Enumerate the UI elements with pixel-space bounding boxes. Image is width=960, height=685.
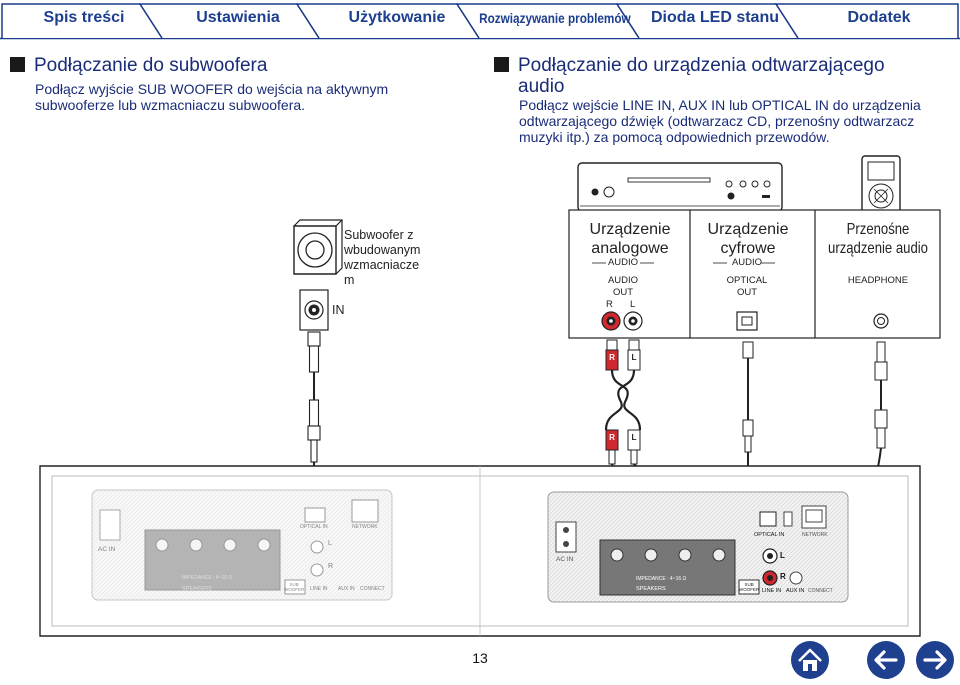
headphone-label: HEADPHONE xyxy=(847,275,909,286)
portable-player-illustration xyxy=(861,155,901,219)
receiver-impedance-label: IMPEDANCE : 4~16 Ω xyxy=(636,576,687,582)
plug-l-marker-top: L xyxy=(631,353,637,362)
back-button[interactable] xyxy=(866,640,906,680)
forward-button[interactable] xyxy=(915,640,955,680)
plug-r-marker-bottom: R xyxy=(609,433,615,442)
arrow-right-icon xyxy=(916,641,954,679)
bullet-square-icon xyxy=(494,57,509,72)
analog-audio-group-label: AUDIO xyxy=(607,257,639,268)
analog-audio-out-label: AUDIO OUT xyxy=(607,275,639,298)
audio-text: Podłącz wejście LINE IN, AUX IN lub OPTI… xyxy=(519,97,921,145)
subwoofer-input-jack xyxy=(299,289,329,331)
plug-r-marker-top: R xyxy=(609,353,615,362)
subwoofer-illustration xyxy=(293,219,343,275)
digital-device-title: Urządzenie cyfrowe xyxy=(707,221,789,257)
tab-uzytkowanie[interactable]: Użytkowanie xyxy=(348,9,446,26)
optical-out-label: OPTICAL OUT xyxy=(726,275,768,298)
receiver-speakers-label: SPEAKERS xyxy=(636,586,666,592)
optical-cable xyxy=(742,341,754,453)
receiver-right-panel xyxy=(547,491,849,603)
page-number: 13 xyxy=(472,650,488,666)
subwoofer-label: Subwoofer z wbudowanym wzmacniacze m xyxy=(344,228,421,287)
tab-bar-shapes xyxy=(0,3,960,40)
bullet-square-icon xyxy=(10,57,25,72)
receiver-optical-in-label: OPTICAL IN xyxy=(754,532,785,538)
tab-spis-tresci[interactable]: Spis treści xyxy=(43,9,125,26)
home-icon xyxy=(791,641,829,679)
receiver-network-label: NETWORK xyxy=(802,532,828,538)
subwoofer-rca-cable xyxy=(307,331,321,463)
analog-device-title: Urządzenie analogowe xyxy=(589,221,671,257)
mini-jack-cable xyxy=(874,341,888,449)
digital-audio-group-label: AUDIO xyxy=(731,257,763,268)
headphone-jack xyxy=(873,313,889,329)
receiver-left-panel xyxy=(91,489,393,601)
receiver-connect-label: CONNECT xyxy=(808,588,833,594)
receiver-l-label: L xyxy=(780,551,785,560)
arrow-left-icon xyxy=(867,641,905,679)
analog-rca-jacks xyxy=(601,311,643,331)
analog-r-label: R xyxy=(606,299,613,310)
tab-ustawienia[interactable]: Ustawienia xyxy=(196,9,280,26)
section-title-subwoofer: Podłączanie do subwoofera xyxy=(10,55,267,76)
section-title-audio: Podłączanie do urządzenia odtwarzającego… xyxy=(494,55,885,97)
tab-bar: Spis treści Ustawienia Użytkowanie Rozwi… xyxy=(0,0,960,40)
analog-rca-cable xyxy=(604,339,642,465)
receiver-r-label: R xyxy=(780,572,786,581)
tab-dioda-led-stanu[interactable]: Dioda LED stanu xyxy=(650,9,779,26)
receiver-aux-in-label: AUX IN xyxy=(786,588,805,594)
tab-rozwiazywanie-problemow[interactable]: Rozwiązywanie problemów xyxy=(479,10,631,26)
subwoofer-in-label: IN xyxy=(332,303,345,317)
receiver-line-in-label: LINE IN xyxy=(762,588,782,594)
portable-device-title: Przenośne urządzenie audio xyxy=(828,221,928,257)
cd-player-illustration xyxy=(577,162,783,212)
home-button[interactable] xyxy=(790,640,830,680)
tab-dodatek[interactable]: Dodatek xyxy=(847,9,911,26)
optical-out-jack xyxy=(736,311,758,331)
plug-l-marker-bottom: L xyxy=(631,433,637,442)
analog-l-label: L xyxy=(630,299,636,310)
subwoofer-text: Podłącz wyjście SUB WOOFER do wejścia na… xyxy=(35,81,389,113)
receiver-ac-in-label: AC IN xyxy=(556,556,574,563)
